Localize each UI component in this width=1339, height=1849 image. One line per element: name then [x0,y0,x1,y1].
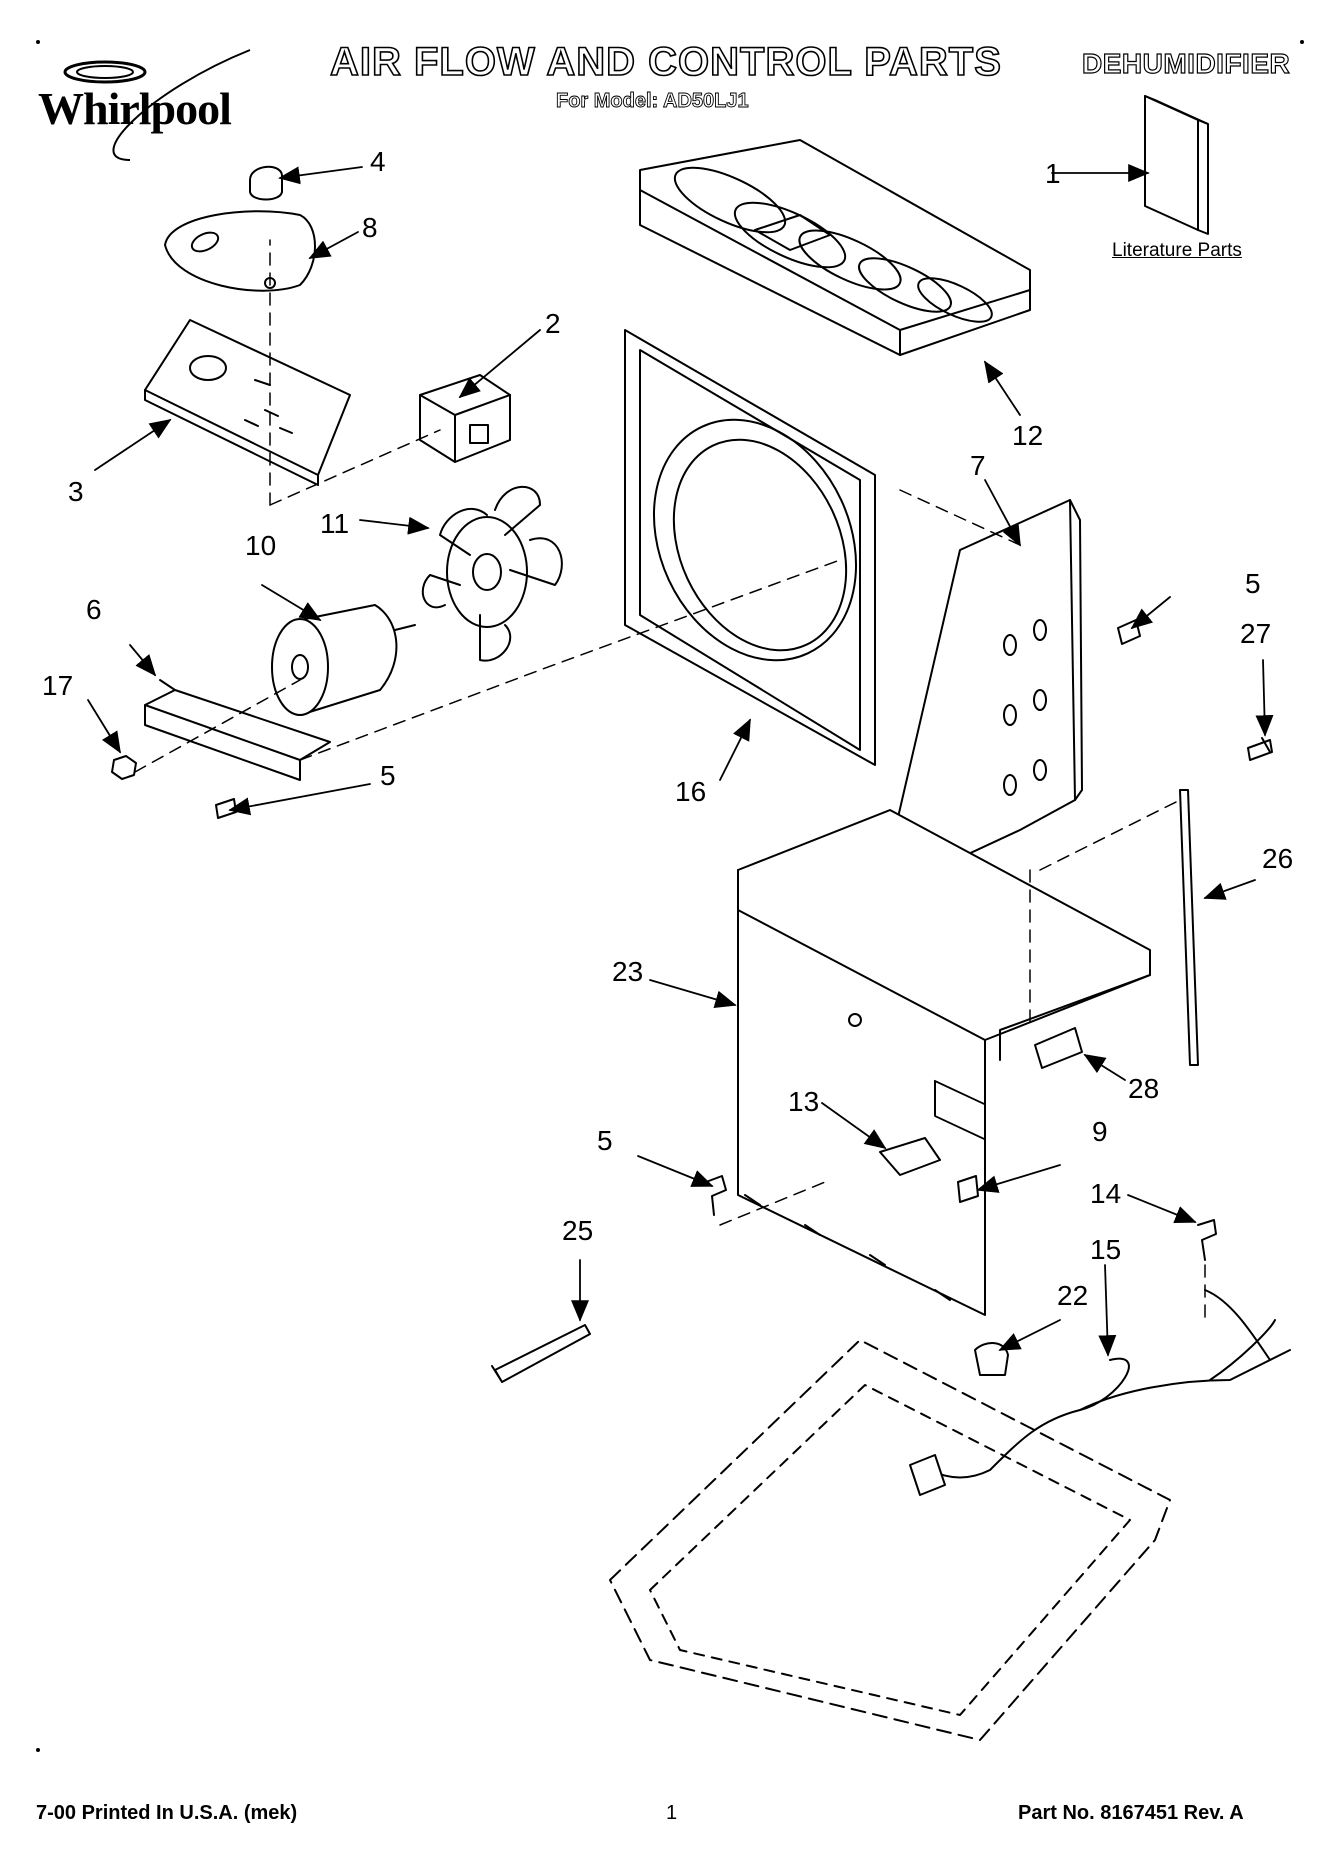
part-number: Part No. 8167451 Rev. A [1018,1802,1244,1824]
category-label: DEHUMIDIFIER [1081,47,1291,79]
callout-16: 16 [675,776,707,807]
fan-blade [421,485,563,662]
callout-6: 6 [86,594,102,625]
top-grille-cover [639,139,1031,356]
callout-3: 3 [68,476,84,507]
screw-5-left [215,798,237,819]
callout-9: 9 [1092,1116,1108,1147]
screw-27 [1247,737,1273,761]
callout-25: 25 [562,1215,594,1246]
brand-logo: Whirlpool [38,83,232,134]
control-panel [144,319,351,486]
callout-7: 7 [970,450,986,481]
print-info: 7-00 Printed In U.S.A. (mek) [36,1802,298,1824]
cabinet-housing [737,809,1151,1316]
corner-dot [36,40,40,44]
screw-5-bottom [705,1175,727,1216]
literature-book [1144,95,1209,235]
bracket-28 [1034,1027,1083,1069]
callout-12: 12 [1012,420,1044,451]
whirlpool-logo-swirl [63,49,251,161]
callout-11: 11 [320,508,350,539]
callout-26: 26 [1262,843,1294,874]
callout-2: 2 [545,308,561,339]
callout-1: 1 [1045,158,1061,189]
page-number: 1 [666,1802,678,1824]
model-subtitle: For Model: AD50LJ1 [556,90,750,113]
base-pan [609,1339,1171,1741]
fan-shroud-frame [624,329,876,766]
callout-8: 8 [362,212,378,243]
control-knob [249,165,283,201]
vertical-rod [1179,789,1199,1066]
callout-23: 23 [612,956,644,987]
callout-4: 4 [370,146,386,177]
callout-17: 17 [42,670,74,701]
corner-dot [1300,40,1304,44]
motor-bracket [144,679,331,781]
literature-parts-label: Literature Parts [1112,240,1242,261]
leader-arrows [87,164,1274,1357]
switch-clip [957,1175,979,1203]
hex-nut [111,755,137,780]
callout-15: 15 [1090,1234,1122,1265]
control-decal [164,210,316,292]
page-title: AIR FLOW AND CONTROL PARTS [329,39,1002,85]
callout-5-right: 5 [1245,568,1261,599]
callout-5-bottom: 5 [597,1125,613,1156]
callout-27: 27 [1240,618,1272,649]
callout-13: 13 [788,1086,820,1117]
callout-22: 22 [1057,1280,1089,1311]
base-pan-inner [649,1384,1131,1716]
float-switch [879,1137,941,1176]
callout-14: 14 [1090,1178,1122,1209]
callout-10: 10 [245,530,277,561]
corner-dot [36,1748,40,1752]
callout-5-left: 5 [380,760,396,791]
power-cord [909,1289,1291,1496]
screw-14 [1197,1219,1217,1261]
cable-tie [491,1324,591,1383]
callout-28: 28 [1128,1073,1160,1104]
assembly-guides [134,239,1206,1321]
rotary-switch [419,374,511,463]
fan-motor [271,604,416,716]
